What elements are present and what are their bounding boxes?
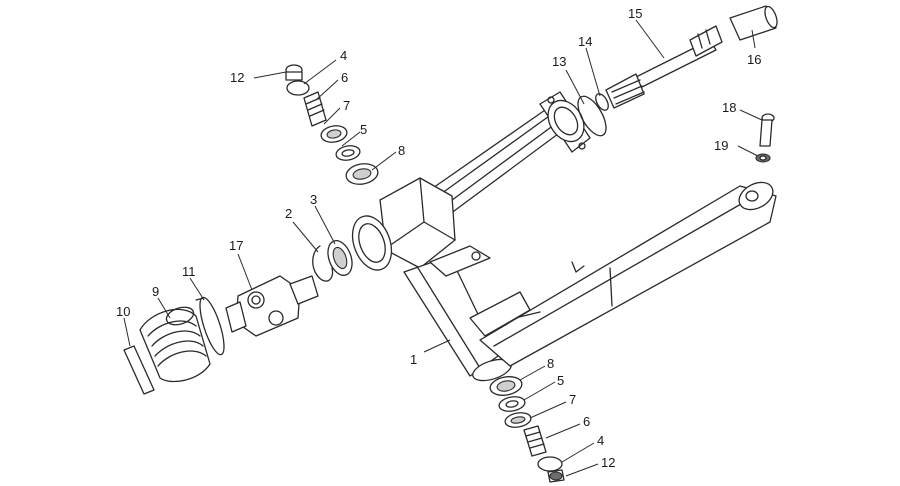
callout-5-upper: 5 xyxy=(360,122,367,137)
clamp-band xyxy=(123,345,155,395)
callout-10: 10 xyxy=(116,304,130,319)
circlip xyxy=(312,245,334,282)
callout-4-upper: 4 xyxy=(340,48,347,63)
callout-12-upper: 12 xyxy=(230,70,244,85)
callout-3: 3 xyxy=(310,192,317,207)
bearing xyxy=(327,240,353,276)
callout-4-lower: 4 xyxy=(597,433,604,448)
drive-shaft xyxy=(605,25,723,109)
leader-lines xyxy=(123,19,763,477)
drive-shaft-housing-tube xyxy=(429,91,591,215)
swing-arm-body xyxy=(379,177,777,382)
callout-7-upper: 7 xyxy=(343,98,350,113)
shaft-sleeve xyxy=(729,5,778,41)
upper-pivot-stack xyxy=(285,64,379,185)
callout-8-lower: 8 xyxy=(547,356,554,371)
housing-bearing-seat xyxy=(351,215,393,271)
callout-14: 14 xyxy=(578,34,592,49)
callout-16: 16 xyxy=(747,52,761,67)
callout-13: 13 xyxy=(552,54,566,69)
o-ring xyxy=(577,95,607,137)
bolt xyxy=(759,113,775,147)
bolt-washer xyxy=(755,153,771,163)
callout-labels: 1 2 3 4 4 5 5 6 6 7 7 8 8 9 10 11 12 12 … xyxy=(116,6,761,470)
rubber-boot xyxy=(139,306,211,383)
lower-pivot-stack xyxy=(489,376,565,483)
callout-6-upper: 6 xyxy=(341,70,348,85)
callout-18: 18 xyxy=(722,100,736,115)
callout-2: 2 xyxy=(285,206,292,221)
callout-12-lower: 12 xyxy=(601,455,615,470)
callout-7-lower: 7 xyxy=(569,392,576,407)
callout-19: 19 xyxy=(714,138,728,153)
callout-11: 11 xyxy=(182,264,196,279)
callout-17: 17 xyxy=(229,238,243,253)
shaft-washer xyxy=(595,93,609,111)
callout-8-upper: 8 xyxy=(398,143,405,158)
callout-6-lower: 6 xyxy=(583,414,590,429)
universal-joint xyxy=(225,275,319,337)
callout-5-lower: 5 xyxy=(557,373,564,388)
callout-1: 1 xyxy=(410,352,417,367)
callout-15: 15 xyxy=(628,6,642,21)
callout-9: 9 xyxy=(152,284,159,299)
